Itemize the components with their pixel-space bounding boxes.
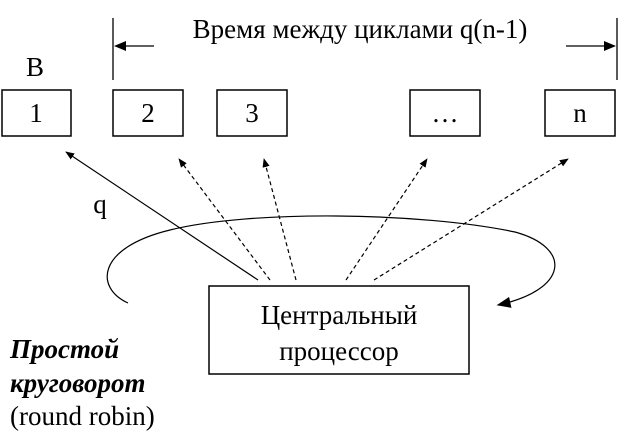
arrow-to-process-ellipsis — [345, 158, 428, 281]
central-processor: Центральный процессор — [208, 285, 470, 375]
process-label-2: 2 — [141, 98, 155, 128]
process-box-n: n — [544, 89, 616, 137]
arrow-to-process-2 — [178, 158, 271, 281]
cycle-time-dimension: Время между циклами q(n-1) — [112, 14, 618, 80]
process-box-1: 1 — [1, 89, 72, 137]
dispatch-arrows — [65, 151, 569, 281]
process-queue: 1 2 3 … n — [1, 89, 616, 137]
process-label-3: 3 — [245, 98, 259, 128]
process-label-1: 1 — [29, 98, 43, 128]
caption-title-line2: круговорот — [10, 368, 146, 398]
caption: Простой круговорот (round robin) — [9, 334, 155, 431]
arrow-to-process-1 — [65, 151, 259, 281]
central-processor-box — [208, 285, 470, 375]
process-label-n: n — [573, 98, 587, 128]
process-box-2: 2 — [112, 89, 184, 137]
quantum-label: q — [93, 189, 107, 219]
arrow-to-process-n — [373, 158, 569, 281]
process-box-ellipsis: … — [409, 89, 481, 137]
caption-title-line1: Простой — [9, 334, 119, 364]
caption-subtitle: (round robin) — [10, 401, 155, 431]
central-processor-label-line1: Центральный — [261, 300, 418, 330]
central-processor-label-line2: процессор — [279, 336, 399, 366]
rotation-arrow — [106, 215, 556, 308]
arrow-to-process-3 — [262, 158, 297, 281]
dimension-label-background — [154, 28, 566, 58]
process-label-ellipsis: … — [432, 98, 459, 128]
b-label: B — [26, 52, 44, 82]
dimension-arrowhead-right — [604, 41, 616, 51]
cycle-time-label: Время между циклами q(n-1) — [193, 14, 528, 44]
process-box-3: 3 — [216, 89, 288, 137]
dimension-arrowhead-left — [114, 41, 126, 51]
